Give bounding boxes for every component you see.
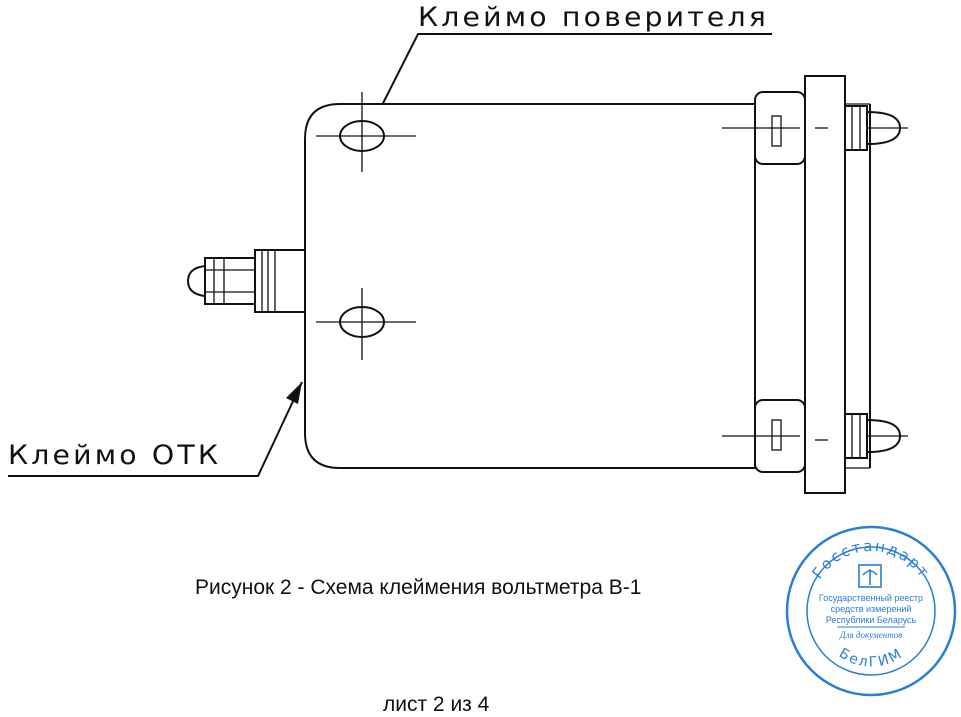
stamp-logo-icon	[858, 564, 882, 588]
svg-text:Госстандарт: Госстандарт	[808, 537, 933, 582]
stamp-registry-line2: средств измерений	[831, 604, 912, 614]
stamp-top-text: Госстандарт	[808, 537, 931, 582]
upper-seal-hole	[316, 92, 416, 172]
otk-mark-leader	[8, 381, 303, 477]
upper-screw	[722, 91, 908, 165]
voltmeter-housing	[304, 103, 756, 469]
otk-mark-label: Клеймо ОТК	[8, 440, 222, 471]
stamp-registry-line1: Государственный реестр	[819, 593, 923, 603]
sheet-number: лист 2 из 4	[383, 693, 490, 716]
front-flange	[804, 75, 871, 494]
figure-caption: Рисунок 2 - Схема клеймения вольтметра В…	[195, 576, 642, 599]
svg-text:БелГИМ: БелГИМ	[836, 645, 906, 670]
middle-seal-hole	[316, 288, 416, 360]
left-terminal	[186, 249, 306, 313]
stamp-bottom-text: БелГИМ	[836, 645, 904, 670]
verifier-mark-label: Клеймо поверителя	[418, 2, 769, 33]
certification-stamp: Госстандарт БелГИМ Государственный реест…	[785, 525, 957, 697]
stamp-registry-line3: Республики Беларусь	[826, 615, 917, 625]
lower-screw	[722, 399, 908, 473]
stamp-purpose: Для документов	[839, 630, 902, 640]
